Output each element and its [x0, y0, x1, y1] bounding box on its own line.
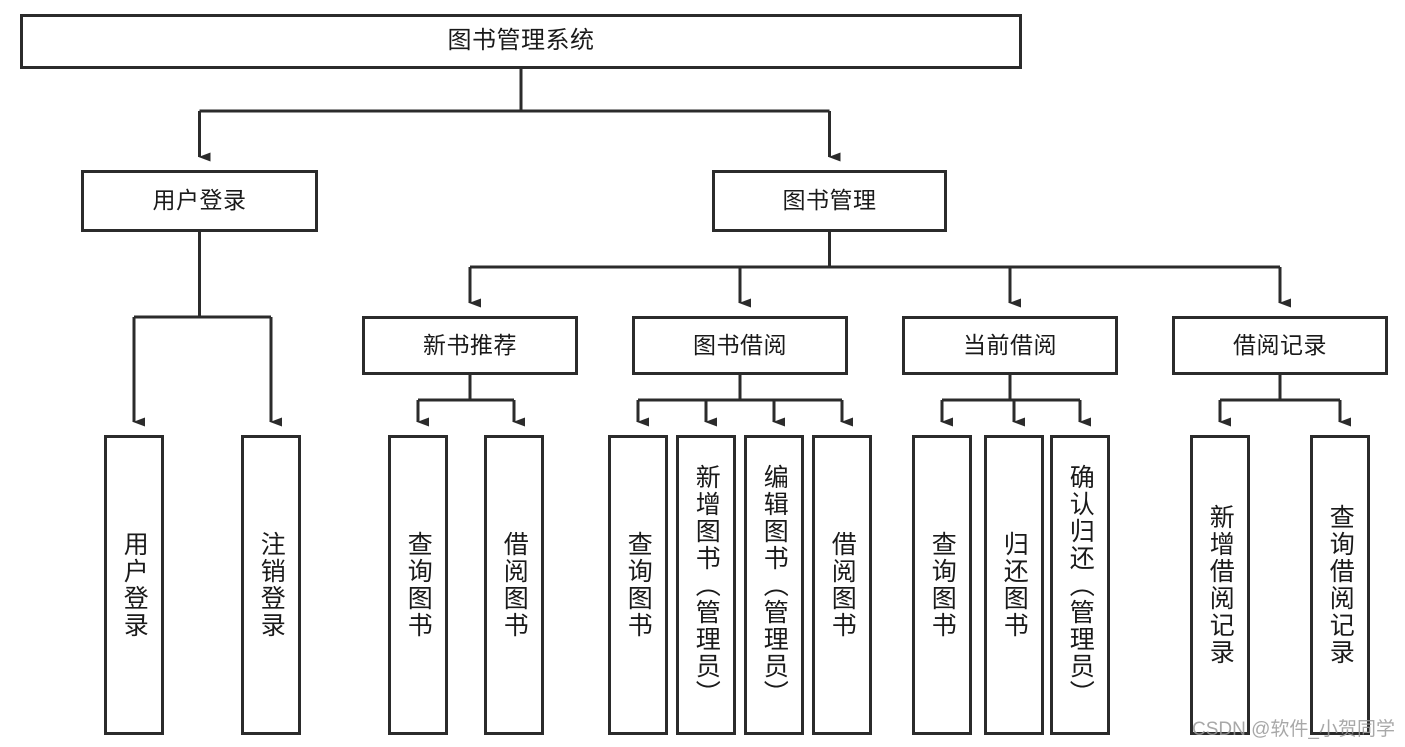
node-label: 借阅图书: [828, 531, 857, 639]
node-label: 查询图书: [404, 531, 433, 639]
node-new-book-rec[interactable]: 新书推荐: [362, 316, 578, 375]
node-book-borrow[interactable]: 图书借阅: [632, 316, 848, 375]
node-leaf-borrow-book-rec[interactable]: 借阅图书: [484, 435, 544, 735]
node-label: 当前借阅: [963, 331, 1057, 358]
node-leaf-user-login[interactable]: 用户登录: [104, 435, 164, 735]
node-current-borrow[interactable]: 当前借阅: [902, 316, 1118, 375]
node-label: 确认归还（管理员）: [1066, 463, 1095, 707]
node-leaf-query-book-cur[interactable]: 查询图书: [912, 435, 972, 735]
node-leaf-return-book[interactable]: 归还图书: [984, 435, 1044, 735]
node-label: 借阅图书: [500, 531, 529, 639]
node-user-login[interactable]: 用户登录: [81, 170, 318, 232]
node-borrow-record[interactable]: 借阅记录: [1172, 316, 1388, 375]
node-label: 归还图书: [1000, 531, 1029, 639]
node-leaf-add-book[interactable]: 新增图书（管理员）: [676, 435, 736, 735]
node-leaf-logout[interactable]: 注销登录: [241, 435, 301, 735]
node-leaf-confirm-return[interactable]: 确认归还（管理员）: [1050, 435, 1110, 735]
node-book-manage[interactable]: 图书管理: [712, 170, 947, 232]
node-leaf-query-book-rec[interactable]: 查询图书: [388, 435, 448, 735]
node-label: 新增借阅记录: [1206, 504, 1235, 666]
node-label: 新增图书（管理员）: [692, 463, 721, 707]
node-label: 查询图书: [624, 531, 653, 639]
node-leaf-query-record[interactable]: 查询借阅记录: [1310, 435, 1370, 735]
node-label: 查询借阅记录: [1326, 504, 1355, 666]
node-leaf-borrow-book[interactable]: 借阅图书: [812, 435, 872, 735]
node-leaf-edit-book[interactable]: 编辑图书（管理员）: [744, 435, 804, 735]
node-label: 图书管理系统: [447, 27, 595, 55]
csdn-watermark: CSDN @软件_小贺同学: [1192, 719, 1395, 740]
node-label: 借阅记录: [1233, 331, 1327, 358]
node-root-system[interactable]: 图书管理系统: [20, 14, 1022, 69]
node-label: 查询图书: [928, 531, 957, 639]
node-label: 用户登录: [152, 187, 247, 214]
node-label: 图书借阅: [693, 331, 787, 358]
node-label: 用户登录: [120, 531, 149, 639]
node-label: 图书管理: [782, 187, 877, 214]
node-leaf-query-book[interactable]: 查询图书: [608, 435, 668, 735]
node-label: 注销登录: [257, 531, 286, 639]
node-label: 新书推荐: [423, 331, 517, 358]
node-leaf-add-record[interactable]: 新增借阅记录: [1190, 435, 1250, 735]
node-label: 编辑图书（管理员）: [760, 463, 789, 707]
